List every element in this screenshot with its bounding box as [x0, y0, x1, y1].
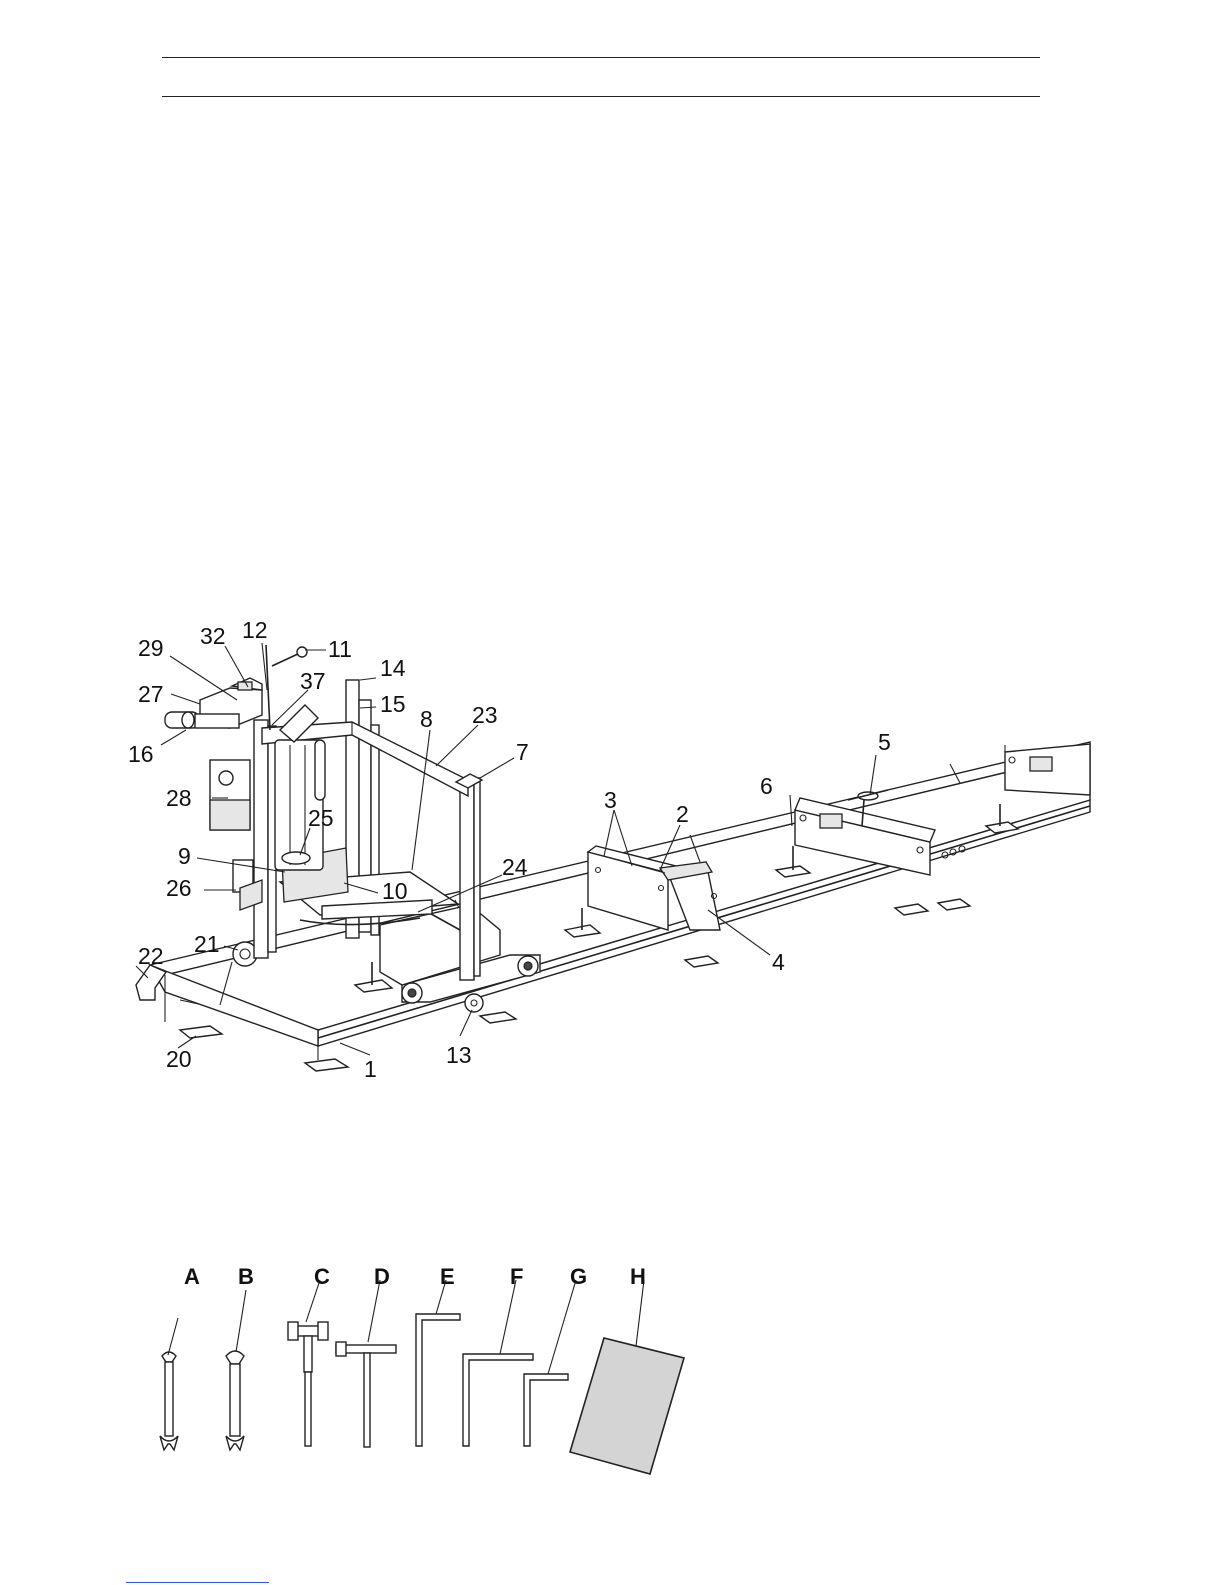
- callout-22: 22: [138, 943, 164, 969]
- callout-3: 3: [604, 787, 617, 813]
- callout-23: 23: [472, 702, 498, 728]
- callout-26: 26: [166, 875, 192, 901]
- tool-label-h: H: [630, 1264, 646, 1289]
- callout-20: 20: [166, 1046, 192, 1072]
- callout-11: 11: [328, 636, 352, 662]
- tool-label-d: D: [374, 1264, 390, 1289]
- tool-label-c: C: [314, 1264, 330, 1289]
- wrench-b-icon: [226, 1290, 246, 1450]
- tool-kit: A B C D E F G H: [160, 1264, 684, 1474]
- footer-link-underline[interactable]: [126, 1582, 269, 1583]
- tool-label-a: A: [184, 1264, 200, 1289]
- callout-28: 28: [166, 785, 192, 811]
- callout-6: 6: [760, 773, 773, 799]
- tool-label-e: E: [440, 1264, 455, 1289]
- callout-4: 4: [772, 949, 785, 975]
- wrench-a-icon: [160, 1318, 178, 1450]
- tool-label-b: B: [238, 1264, 254, 1289]
- tool-label-f: F: [510, 1264, 523, 1289]
- callout-8: 8: [420, 706, 433, 732]
- log-support-rear: [1005, 744, 1090, 795]
- callout-21: 21: [194, 931, 220, 957]
- callout-27: 27: [138, 681, 164, 707]
- callout-13: 13: [446, 1042, 472, 1068]
- callout-24: 24: [502, 854, 528, 880]
- allen-key-g-icon: [524, 1280, 576, 1446]
- callout-29: 29: [138, 635, 164, 661]
- t-key-d-icon: [336, 1280, 396, 1447]
- callout-2: 2: [676, 801, 689, 827]
- callout-25: 25: [308, 805, 334, 831]
- callout-10: 10: [382, 878, 408, 904]
- callout-14: 14: [380, 655, 406, 681]
- tool-label-g: G: [570, 1264, 587, 1289]
- callout-12: 12: [242, 617, 268, 643]
- callout-32: 32: [200, 623, 226, 649]
- allen-key-e-icon: [416, 1280, 460, 1446]
- callout-1: 1: [364, 1056, 377, 1082]
- callout-7: 7: [516, 739, 529, 765]
- callout-9: 9: [178, 843, 191, 869]
- callout-16: 16: [128, 741, 154, 767]
- callout-5: 5: [878, 729, 891, 755]
- allen-key-f-icon: [463, 1280, 533, 1446]
- callout-37: 37: [300, 668, 326, 694]
- manual-h-icon: [570, 1280, 684, 1474]
- callout-15: 15: [380, 691, 406, 717]
- t-socket-c-icon: [288, 1280, 328, 1446]
